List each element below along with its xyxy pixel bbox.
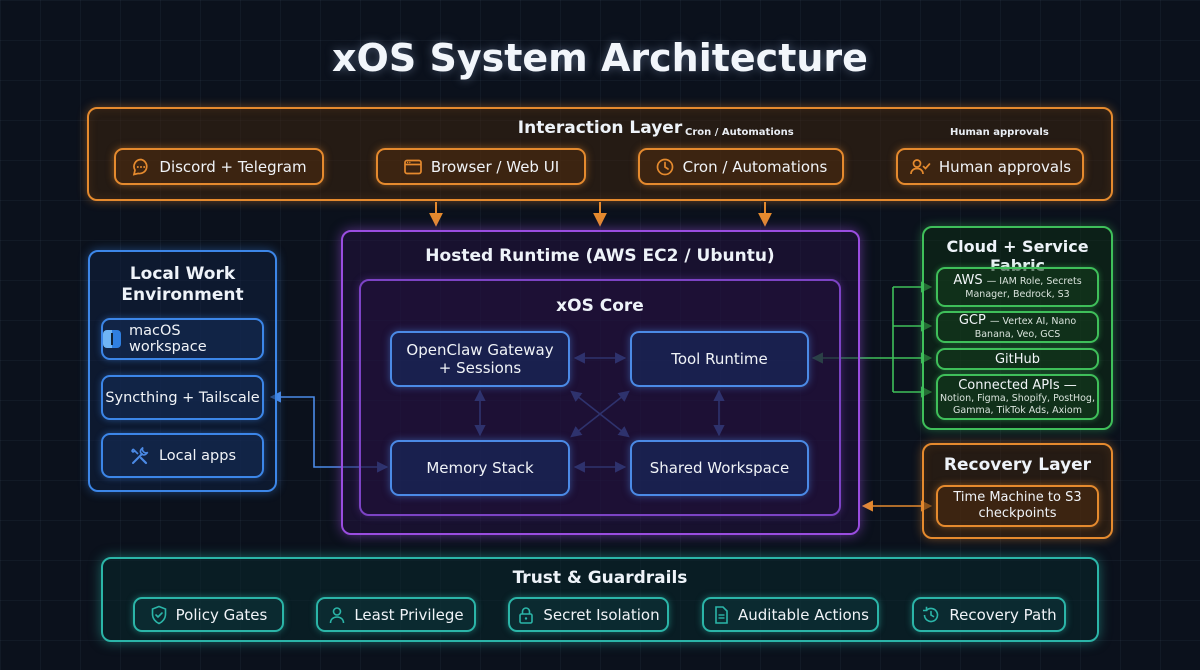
shared-workspace-label: Shared Workspace bbox=[649, 459, 790, 477]
local-apps-item[interactable]: Local apps bbox=[101, 433, 264, 478]
browser-window-icon bbox=[404, 159, 422, 174]
aws-detail-2: Manager, Bedrock, S3 bbox=[965, 289, 1070, 300]
browser-web-ui-button[interactable]: Browser / Web UI bbox=[376, 148, 586, 185]
browser-web-ui-label: Browser / Web UI bbox=[430, 157, 560, 176]
tools-icon bbox=[130, 446, 149, 464]
connected-apis-detail-2: Gamma, TikTok Ads, Axiom bbox=[953, 404, 1082, 416]
trust-guardrails-title: Trust & Guardrails bbox=[512, 568, 688, 588]
time-machine-s3-label: Time Machine to S3 checkpoints bbox=[953, 490, 1082, 521]
syncthing-tailscale-label: Syncthing + Tailscale bbox=[105, 389, 260, 406]
connected-apis-label: Connected APIs — bbox=[958, 377, 1077, 393]
tool-runtime-node[interactable]: Tool Runtime bbox=[630, 331, 809, 387]
user-icon bbox=[330, 606, 345, 623]
finder-icon bbox=[103, 330, 121, 348]
gcp-detail-1: — Vertex AI, Nano bbox=[989, 316, 1077, 327]
human-approvals-button[interactable]: Human approvals bbox=[896, 148, 1084, 185]
shield-check-icon bbox=[151, 605, 166, 624]
local-work-environment-title: Local Work Environment bbox=[121, 264, 244, 305]
local-apps-label: Local apps bbox=[158, 447, 237, 464]
syncthing-tailscale-item[interactable]: Syncthing + Tailscale bbox=[101, 375, 264, 420]
secret-isolation-label: Secret Isolation bbox=[543, 605, 660, 624]
auditable-actions-label: Auditable Actions bbox=[737, 605, 869, 624]
policy-gates-label: Policy Gates bbox=[175, 605, 268, 624]
shared-workspace-node[interactable]: Shared Workspace bbox=[630, 440, 809, 496]
discord-telegram-button[interactable]: Discord + Telegram bbox=[114, 148, 324, 185]
aws-name: AWS bbox=[953, 273, 983, 288]
cron-small-label: Cron / Automations bbox=[685, 127, 794, 138]
tool-runtime-label: Tool Runtime bbox=[671, 350, 768, 368]
auditable-actions-item[interactable]: Auditable Actions bbox=[702, 597, 879, 632]
recovery-path-label: Recovery Path bbox=[949, 605, 1057, 624]
gcp-detail-2: Banana, Veo, GCS bbox=[974, 329, 1061, 340]
history-icon bbox=[923, 606, 939, 622]
least-privilege-label: Least Privilege bbox=[354, 605, 464, 624]
connected-apis-service[interactable]: Connected APIs — Notion, Figma, Shopify,… bbox=[936, 374, 1099, 420]
macos-workspace-label: macOS workspace bbox=[129, 323, 207, 355]
github-service[interactable]: GitHub bbox=[936, 348, 1099, 370]
document-icon bbox=[715, 605, 728, 624]
hosted-runtime-title: Hosted Runtime (AWS EC2 / Ubuntu) bbox=[425, 246, 775, 266]
memory-stack-label: Memory Stack bbox=[426, 459, 534, 477]
page-title: xOS System Architecture bbox=[332, 36, 868, 80]
clock-icon bbox=[656, 158, 673, 175]
gcp-service[interactable]: GCP — Vertex AI, Nano Banana, Veo, GCS bbox=[936, 311, 1099, 343]
macos-workspace-item[interactable]: macOS workspace bbox=[101, 318, 264, 360]
recovery-path-item[interactable]: Recovery Path bbox=[912, 597, 1066, 632]
openclaw-gateway-label: OpenClaw Gateway + Sessions bbox=[406, 341, 554, 377]
cron-automations-button[interactable]: Cron / Automations bbox=[638, 148, 844, 185]
connected-apis-detail-1: Notion, Figma, Shopify, PostHog, bbox=[940, 392, 1095, 404]
xos-core-title: xOS Core bbox=[556, 296, 644, 316]
discord-telegram-label: Discord + Telegram bbox=[159, 157, 307, 176]
cron-automations-label: Cron / Automations bbox=[682, 157, 828, 176]
openclaw-gateway-node[interactable]: OpenClaw Gateway + Sessions bbox=[390, 331, 570, 387]
aws-service[interactable]: AWS — IAM Role, Secrets Manager, Bedrock… bbox=[936, 267, 1099, 307]
recovery-layer-title: Recovery Layer bbox=[943, 455, 1092, 475]
memory-stack-node[interactable]: Memory Stack bbox=[390, 440, 570, 496]
github-label: GitHub bbox=[994, 351, 1041, 367]
chat-bubble-icon bbox=[133, 158, 148, 176]
aws-detail-1: — IAM Role, Secrets bbox=[986, 276, 1082, 287]
least-privilege-item[interactable]: Least Privilege bbox=[316, 597, 476, 632]
secret-isolation-item[interactable]: Secret Isolation bbox=[508, 597, 669, 632]
gcp-name: GCP bbox=[958, 313, 986, 328]
lock-icon bbox=[519, 606, 534, 624]
interaction-down-arrows bbox=[429, 202, 772, 227]
interaction-layer-title: Interaction Layer bbox=[517, 118, 683, 138]
time-machine-s3-item[interactable]: Time Machine to S3 checkpoints bbox=[936, 485, 1099, 527]
human-approvals-label: Human approvals bbox=[938, 157, 1072, 176]
policy-gates-item[interactable]: Policy Gates bbox=[133, 597, 284, 632]
user-check-icon bbox=[910, 158, 931, 174]
human-approvals-small-label: Human approvals bbox=[950, 127, 1049, 138]
